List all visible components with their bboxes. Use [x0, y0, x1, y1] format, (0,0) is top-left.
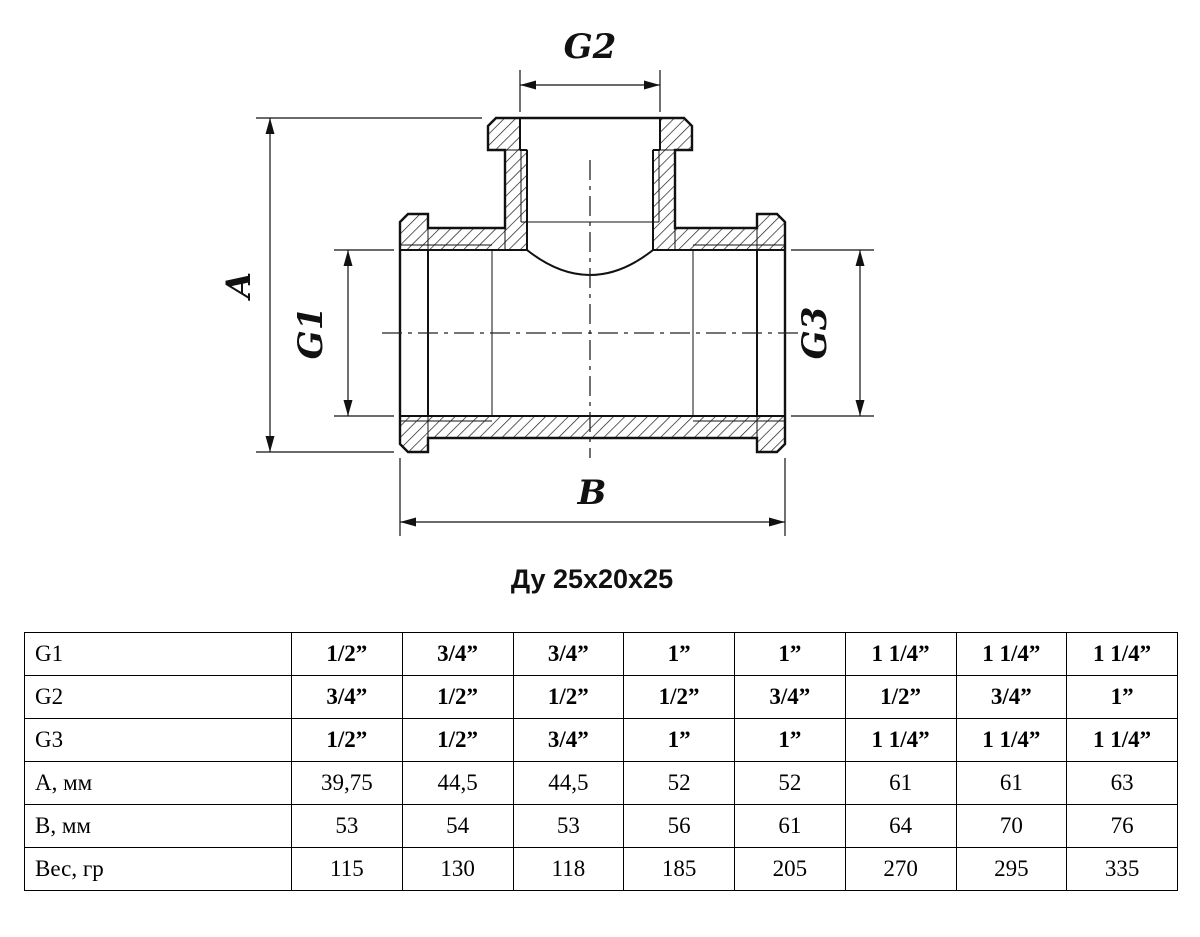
- tee-fitting-technical-drawing: G2 A G1: [219, 27, 874, 594]
- label-g3: G3: [795, 307, 835, 360]
- value-cell: 1/2”: [623, 675, 735, 719]
- run-bottom-wall: [427, 415, 758, 439]
- value-cell: 53: [291, 804, 403, 848]
- arrowhead: [520, 80, 536, 90]
- bore-lines: [400, 118, 785, 417]
- dimension-g3: G3: [791, 249, 874, 417]
- value-cell: 1”: [1066, 675, 1178, 719]
- row-label: G2: [24, 675, 292, 719]
- arrowhead: [343, 250, 353, 266]
- value-cell: 1 1/4”: [844, 718, 957, 762]
- fitting-outline: [398, 116, 787, 454]
- value-cell: 1/2”: [401, 718, 514, 762]
- run-top-wall-left: [427, 227, 506, 251]
- hatched-walls: [399, 117, 786, 453]
- value-cell: 3/4”: [512, 718, 625, 762]
- value-cell: 1/2”: [401, 675, 514, 719]
- arrowhead: [343, 400, 353, 416]
- arrowhead: [855, 250, 865, 266]
- value-cell: 53: [512, 804, 625, 848]
- dimension-b: B: [399, 458, 786, 536]
- dimension-g2: G2: [519, 27, 661, 112]
- value-cell: 1 1/4”: [1066, 632, 1178, 676]
- value-cell: 1/2”: [844, 675, 957, 719]
- value-cell: 44,5: [401, 761, 514, 805]
- value-cell: 185: [623, 847, 735, 891]
- value-cell: 1 1/4”: [955, 632, 1068, 676]
- arrowhead: [265, 118, 275, 134]
- drawing-caption: Ду 25x20x25: [511, 564, 673, 594]
- value-cell: 1”: [734, 632, 846, 676]
- row-label: G3: [24, 718, 292, 762]
- dimension-g1: G1: [291, 249, 394, 417]
- label-g2: G2: [564, 27, 617, 67]
- value-cell: 205: [734, 847, 846, 891]
- value-cell: 39,75: [291, 761, 403, 805]
- value-cell: 1/2”: [512, 675, 625, 719]
- value-cell: 1”: [623, 632, 735, 676]
- row-label: В, мм: [24, 804, 292, 848]
- value-cell: 3/4”: [512, 632, 625, 676]
- branch-right-wall: [652, 149, 676, 251]
- dimension-a: A: [219, 117, 482, 453]
- value-cell: 295: [955, 847, 1068, 891]
- arrowhead: [855, 400, 865, 416]
- value-cell: 52: [623, 761, 735, 805]
- run-top-wall-right: [674, 227, 758, 251]
- value-cell: 1 1/4”: [955, 718, 1068, 762]
- value-cell: 115: [291, 847, 403, 891]
- value-cell: 3/4”: [401, 632, 514, 676]
- value-cell: 335: [1066, 847, 1178, 891]
- value-cell: 1”: [623, 718, 735, 762]
- value-cell: 130: [401, 847, 514, 891]
- row-label: А, мм: [24, 761, 292, 805]
- thread-lines: [400, 150, 785, 422]
- row-label: Вес, гр: [24, 847, 292, 891]
- label-b: B: [577, 473, 607, 513]
- value-cell: 70: [955, 804, 1068, 848]
- value-cell: 56: [623, 804, 735, 848]
- value-cell: 1/2”: [291, 632, 403, 676]
- value-cell: 61: [955, 761, 1068, 805]
- value-cell: 63: [1066, 761, 1178, 805]
- value-cell: 3/4”: [955, 675, 1068, 719]
- drawing-area: G2 A G1: [219, 27, 874, 594]
- arrowhead: [400, 517, 416, 527]
- value-cell: 1/2”: [291, 718, 403, 762]
- arrowhead: [644, 80, 660, 90]
- value-cell: 54: [401, 804, 514, 848]
- value-cell: 61: [844, 761, 957, 805]
- label-g1: G1: [291, 307, 331, 360]
- value-cell: 64: [844, 804, 957, 848]
- row-label: G1: [24, 632, 292, 676]
- value-cell: 76: [1066, 804, 1178, 848]
- arrowhead: [265, 436, 275, 452]
- value-cell: 44,5: [512, 761, 625, 805]
- value-cell: 118: [512, 847, 625, 891]
- branch-left-wall: [504, 149, 528, 251]
- value-cell: 270: [844, 847, 957, 891]
- value-cell: 52: [734, 761, 846, 805]
- value-cell: 3/4”: [734, 675, 846, 719]
- value-cell: 1”: [734, 718, 846, 762]
- value-cell: 61: [734, 804, 846, 848]
- value-cell: 3/4”: [291, 675, 403, 719]
- label-a: A: [219, 272, 259, 301]
- value-cell: 1 1/4”: [844, 632, 957, 676]
- value-cell: 1 1/4”: [1066, 718, 1178, 762]
- arrowhead: [769, 517, 785, 527]
